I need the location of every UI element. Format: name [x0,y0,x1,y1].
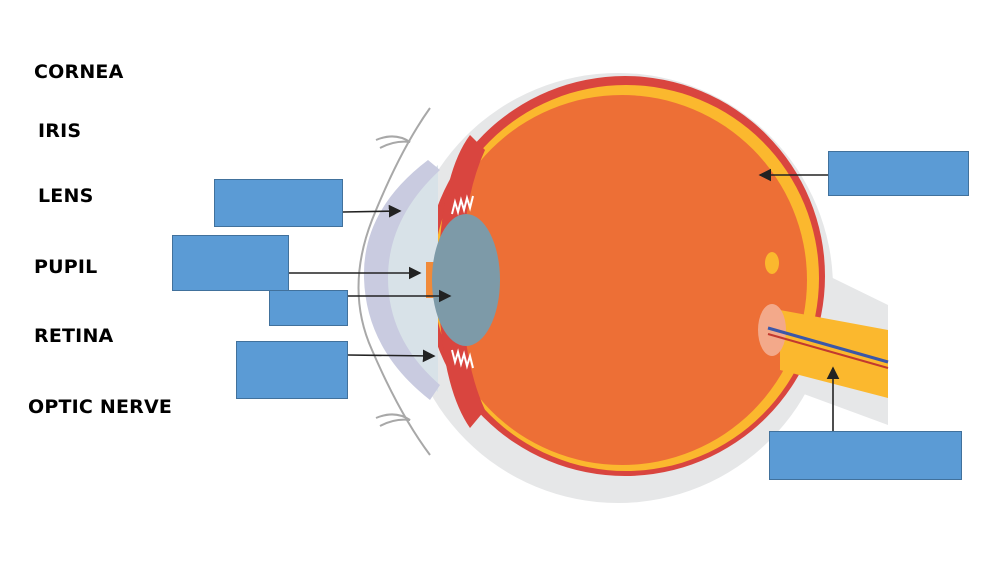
eyelid-line [357,107,431,456]
optic-nerve [780,310,888,398]
word-cornea[interactable]: CORNEA [34,61,124,83]
word-optic-nerve[interactable]: OPTIC NERVE [28,396,173,418]
arrow-4 [347,349,436,363]
answer-box-1[interactable] [214,179,343,227]
cornea [363,160,440,400]
word-iris[interactable]: IRIS [38,120,82,142]
answer-box-2[interactable] [172,235,289,291]
optic-vessel-red [767,333,889,369]
ligament-top [451,194,474,216]
arrow-1 [342,204,402,218]
fovea [765,252,779,274]
eyelash-bottom [375,413,411,427]
eyelash-top [375,135,411,149]
answer-box-5[interactable] [828,151,969,196]
word-pupil[interactable]: PUPIL [34,256,98,278]
word-lens[interactable]: LENS [38,185,94,207]
lens [432,214,500,346]
optic-vessel-blue [767,326,889,364]
ligament-bottom [451,348,474,370]
answer-box-6[interactable] [769,431,962,480]
answer-box-3[interactable] [269,290,348,326]
answer-box-4[interactable] [236,341,348,399]
word-retina[interactable]: RETINA [34,325,114,347]
vitreous-body [437,95,807,465]
